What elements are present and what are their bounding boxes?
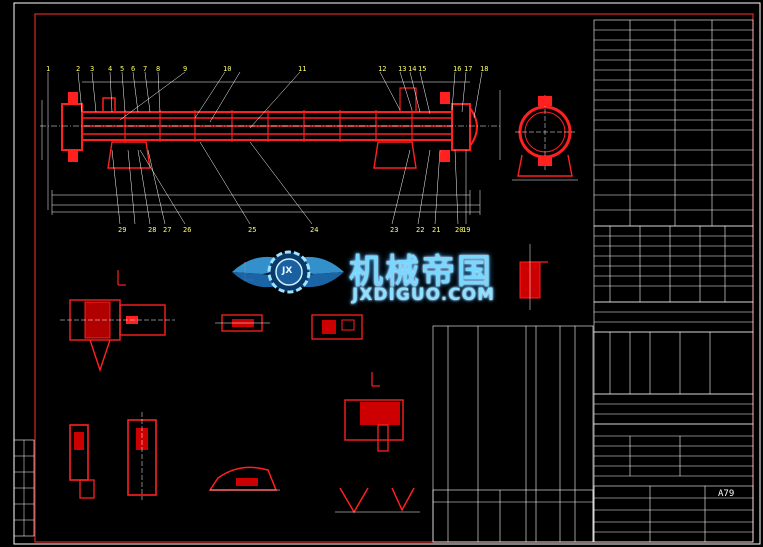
exchanger-elevation [40, 87, 500, 169]
leader-lines [47, 71, 483, 225]
watermark-url: JXDIGUO.COM [352, 285, 496, 305]
balloon-7: 7 [143, 65, 148, 73]
balloon-16: 16 [453, 65, 462, 73]
balloon-21: 21 [432, 226, 441, 234]
balloon-26: 26 [183, 226, 192, 234]
revision-table [432, 423, 754, 543]
balloon-2: 2 [76, 65, 81, 73]
detail-tubesheet [344, 399, 404, 452]
nozzle-detail [519, 244, 541, 310]
balloon-14: 14 [408, 65, 417, 73]
balloon-17: 17 [464, 65, 473, 73]
balloon-29: 29 [118, 226, 127, 234]
outer-frame [13, 2, 761, 545]
balloon-25: 25 [248, 226, 257, 234]
watermark-badge: JX [282, 266, 293, 276]
balloon-5: 5 [120, 65, 125, 73]
end-view [512, 95, 578, 181]
detail-weld-symbols [335, 487, 420, 514]
balloon-15: 15 [418, 65, 427, 73]
balloon-22: 22 [416, 226, 425, 234]
balloon-20: 20 [455, 226, 464, 234]
detail-lug [208, 466, 280, 491]
balloon-13: 13 [398, 65, 407, 73]
balloon-12: 12 [378, 65, 387, 73]
detail-weld-a [215, 314, 270, 332]
detail-baffle [69, 412, 157, 500]
balloon-18: 18 [480, 65, 489, 73]
detail-flange [60, 299, 175, 373]
balloon-6: 6 [131, 65, 136, 73]
balloon-8: 8 [156, 65, 161, 73]
balloon-3: 3 [90, 65, 95, 73]
nozzle-table [593, 331, 754, 425]
balloon-24: 24 [310, 226, 319, 234]
parts-list-table [432, 325, 594, 543]
balloon-23: 23 [390, 226, 399, 234]
balloon-11: 11 [298, 65, 307, 73]
balloon-10: 10 [223, 65, 232, 73]
watermark-title: 机械帝国 [349, 252, 493, 292]
balloon-4: 4 [108, 65, 113, 73]
balloon-27: 27 [163, 226, 172, 234]
balloon-19: 19 [462, 226, 471, 234]
detail-weld-b [311, 314, 363, 340]
dimension-lines [41, 81, 501, 215]
watermark-logo [232, 250, 344, 294]
header-table [593, 19, 754, 227]
middle-table [593, 225, 754, 333]
balloon-9: 9 [183, 65, 188, 73]
balloon-1: 1 [46, 65, 51, 73]
drawing-number: A79 [718, 489, 735, 499]
balloon-28: 28 [148, 226, 157, 234]
